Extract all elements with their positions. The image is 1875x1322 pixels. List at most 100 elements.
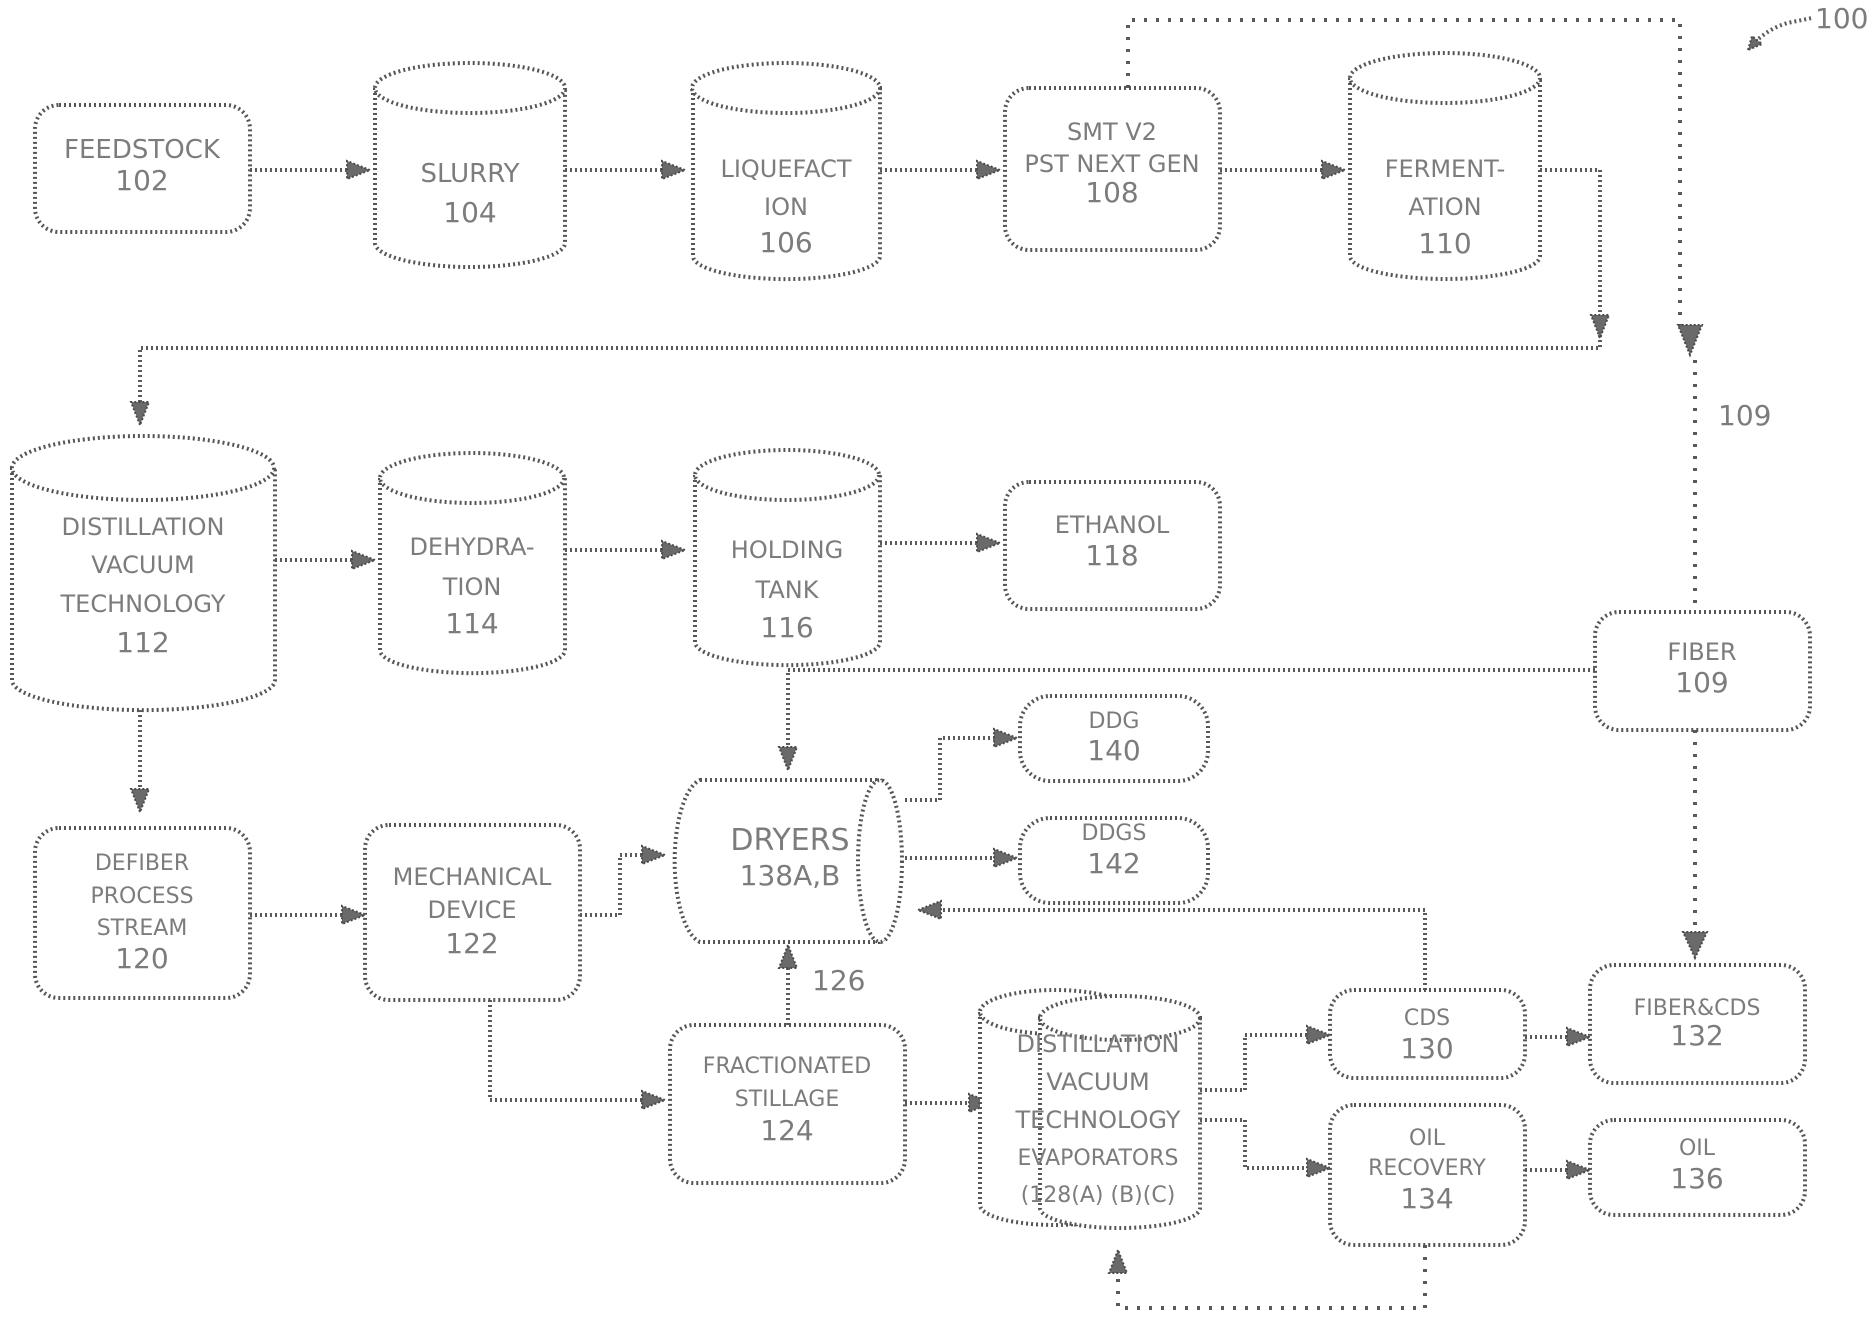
arrowhead: [662, 161, 685, 179]
dehydration-tank: [380, 453, 565, 673]
arrowhead: [1683, 932, 1707, 958]
arrowhead: [1322, 161, 1345, 179]
arrowhead: [994, 849, 1017, 867]
arrowhead: [1307, 1026, 1330, 1044]
arrow-evaporators-to-cds: [1200, 1035, 1315, 1090]
arrow-mechanical-to-dryers: [580, 855, 650, 915]
holding-tank-number: 116: [760, 611, 813, 644]
liquefaction-title-2: ION: [764, 193, 808, 221]
ddg-number: 140: [1087, 734, 1140, 767]
reference-126: 126: [812, 964, 865, 997]
fractionated-title-1: FRACTIONATED: [703, 1054, 871, 1079]
oil-recovery-title-1: OIL: [1409, 1126, 1446, 1151]
arrowhead: [1109, 1250, 1127, 1273]
process-boxes: [35, 88, 1810, 1245]
ddg-title: DDG: [1089, 709, 1140, 734]
fractionated-title-2: STILLAGE: [735, 1087, 840, 1112]
dryers-label: DRYERS 138A,B: [730, 823, 849, 892]
distillation-title-1: DISTILLATION: [62, 513, 225, 541]
holding-tank-title-2: TANK: [755, 576, 820, 604]
reference-109: 109: [1718, 399, 1771, 432]
arrowhead: [977, 534, 1000, 552]
feedstock-title: FEEDSTOCK: [64, 135, 221, 165]
arrowhead: [1678, 325, 1702, 355]
liquefaction-title-1: LIQUEFACT: [720, 155, 851, 183]
arrowhead: [642, 846, 665, 864]
arrowhead: [977, 161, 1000, 179]
evaporators-number: (128(A) (B)(C): [1021, 1183, 1176, 1208]
fermentation-title-2: ATION: [1408, 193, 1481, 221]
arrowhead: [662, 541, 685, 559]
ddgs-number: 142: [1087, 847, 1140, 880]
oil-recovery-number: 134: [1400, 1182, 1453, 1215]
liquefaction-number: 106: [759, 226, 812, 259]
arrow-mechanical-to-fractionated: [490, 1000, 650, 1100]
fiber-cds-title: FIBER&CDS: [1634, 996, 1761, 1021]
arrowhead: [918, 901, 941, 919]
evaporators-title-1: DISTILLATION: [1017, 1030, 1180, 1058]
evaporators-title-4: EVAPORATORS: [1018, 1146, 1179, 1171]
dryers-number: 138A,B: [740, 859, 841, 892]
distillation-title-2: VACUUM: [91, 551, 194, 579]
ethanol-title: ETHANOL: [1055, 511, 1170, 539]
oil-number: 136: [1670, 1162, 1723, 1195]
slurry-title: SLURRY: [420, 159, 519, 189]
fiber-number: 109: [1675, 666, 1728, 699]
distillation-title-3: TECHNOLOGY: [60, 590, 226, 618]
slurry-number: 104: [443, 196, 496, 229]
arrowhead: [342, 906, 365, 924]
arrowhead: [642, 1091, 665, 1109]
arrowhead: [779, 747, 797, 770]
fractionated-number: 124: [760, 1114, 813, 1147]
arrow-cds-to-dryers: [935, 910, 1425, 990]
dehydration-title-2: TION: [442, 573, 502, 601]
figure-reference-leader: [1755, 18, 1812, 42]
figure-reference-number: 100: [1815, 2, 1868, 35]
mechanical-title-1: MECHANICAL: [393, 863, 552, 891]
arrow-evaporators-to-oil-recovery: [1200, 1120, 1315, 1168]
mechanical-title-2: DEVICE: [427, 896, 516, 924]
arrowhead: [1567, 1028, 1590, 1046]
cds-label: CDS 130: [1400, 1006, 1453, 1065]
fermentation-number: 110: [1418, 227, 1471, 260]
arrowhead: [994, 729, 1017, 747]
defiber-title-3: STREAM: [97, 916, 188, 941]
oil-recovery-title-2: RECOVERY: [1368, 1156, 1486, 1181]
smt-title-1: SMT V2: [1067, 118, 1157, 146]
evaporators-title-2: VACUUM: [1046, 1068, 1149, 1096]
oil-title: OIL: [1679, 1136, 1716, 1161]
smt-number: 108: [1085, 176, 1138, 209]
dryers-title: DRYERS: [730, 823, 849, 858]
dotted-oil-recovery-to-evaporators: [1118, 1245, 1425, 1308]
feedstock-number: 102: [115, 164, 168, 197]
arrowhead: [1567, 1161, 1590, 1179]
defiber-title-2: PROCESS: [90, 884, 193, 909]
fiber-cds-number: 132: [1670, 1019, 1723, 1052]
fermentation-title-1: FERMENT-: [1385, 155, 1506, 183]
ddgs-label: DDGS 142: [1082, 821, 1147, 880]
dehydration-title-1: DEHYDRA-: [409, 533, 534, 561]
arrowhead: [131, 789, 149, 812]
cds-number: 130: [1400, 1032, 1453, 1065]
arrow-dryers-to-ddg: [905, 738, 1000, 800]
fiber-label: FIBER 109: [1667, 638, 1736, 699]
holding-tank-title-1: HOLDING: [731, 536, 843, 564]
cds-title: CDS: [1404, 1006, 1450, 1031]
ddg-label: DDG 140: [1087, 709, 1140, 767]
defiber-title-1: DEFIBER: [95, 851, 189, 876]
arrowhead: [1591, 315, 1609, 338]
smt-title-2: PST NEXT GEN: [1024, 150, 1199, 178]
arrowhead: [347, 161, 370, 179]
arrowhead: [1307, 1159, 1330, 1177]
arrowhead: [131, 402, 149, 425]
arrowhead: [352, 551, 375, 569]
fiber-title: FIBER: [1667, 638, 1736, 666]
defiber-number: 120: [115, 942, 168, 975]
mechanical-number: 122: [445, 927, 498, 960]
evaporators-title-3: TECHNOLOGY: [1015, 1106, 1181, 1134]
ddgs-title: DDGS: [1082, 821, 1147, 846]
ethanol-number: 118: [1085, 539, 1138, 572]
dehydration-number: 114: [445, 607, 498, 640]
